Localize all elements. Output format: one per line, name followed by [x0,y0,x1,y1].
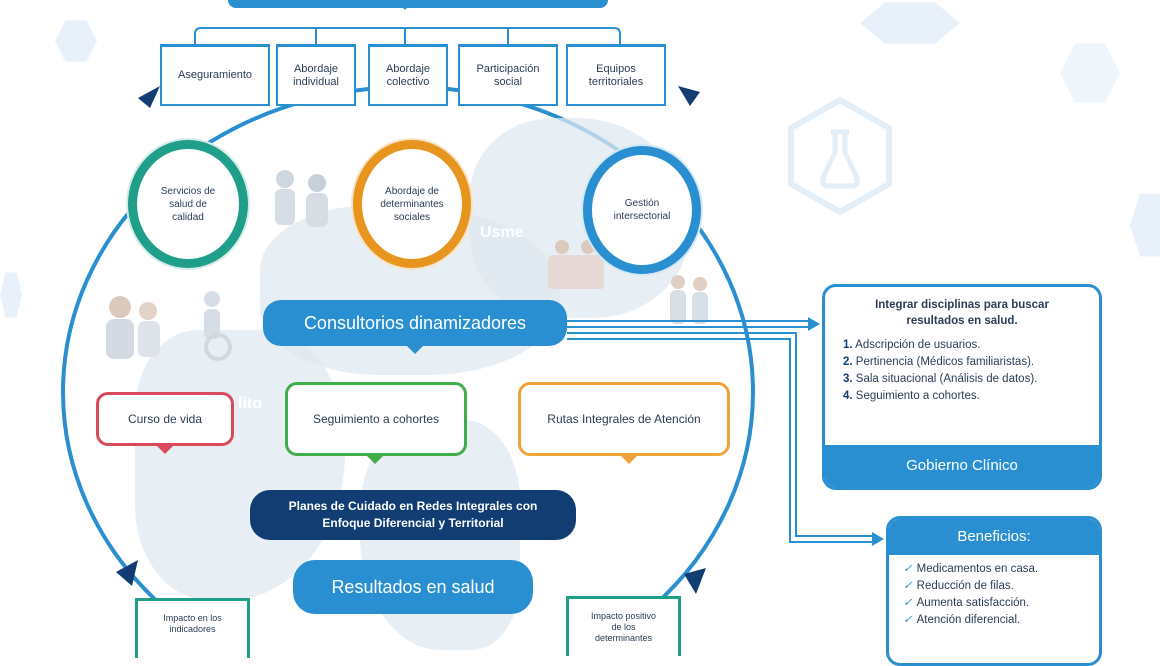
list-item: 4. Seguimiento a cohortes. [843,390,980,402]
tab-aseguramiento: Aseguramiento [160,44,270,106]
box-label: Rutas Integrales de Atención [547,412,701,426]
connector-lines [567,317,884,546]
cycle-arrowheads [116,86,706,594]
impacto-indicadores-box: Impacto en los indicadores [135,598,250,658]
ring-label: Abordaje de determinantes sociales [380,185,444,223]
ring-abordaje-determinantes: Abordaje de determinantes sociales [353,140,471,268]
flask-hexagon-icon [788,96,892,216]
ring-label: Gestión intersectorial [613,198,671,222]
gobierno-clinico-footer: Gobierno Clínico [825,445,1099,487]
beneficios-list: ✓Medicamentos en casa. ✓Reducción de fil… [889,555,1099,629]
impacto-determinantes-label: Impacto positivo de los determinantes [590,611,657,643]
impacto-determinantes-box: Impacto positivo de los determinantes [566,596,681,656]
list-item: ✓Aumenta satisfacción. [903,597,1030,609]
map-label: lito [238,395,262,412]
check-icon: ✓ [903,563,913,575]
gobierno-list: 1. Adscripción de usuarios. 2. Pertinenc… [825,333,1099,405]
people-illustration [670,275,708,324]
box-rutas-integrales: Rutas Integrales de Atención [518,382,730,456]
resultados-en-salud-pill: Resultados en salud [293,560,533,614]
pill-pointer [406,345,424,354]
list-item: 2. Pertinencia (Médicos familiaristas). [843,356,1035,368]
background-hexagon [0,272,22,318]
background-hexagon [860,2,960,44]
check-icon: ✓ [903,614,913,626]
top-connector-lines [194,2,621,44]
tab-abordaje-individual: Abordaje individual [276,44,356,106]
box-pointer [366,455,384,464]
list-item: 1. Adscripción de usuarios. [843,339,981,351]
list-item: ✓Reducción de filas. [903,580,1014,592]
box-pointer [620,455,638,464]
check-icon: ✓ [903,580,913,592]
box-pointer [156,445,174,454]
box-seguimiento-cohortes: Seguimiento a cohortes [285,382,467,456]
planes-de-cuidado-pill: Planes de Cuidado en Redes Integrales co… [250,490,576,540]
resultados-label: Resultados en salud [331,576,495,597]
box-curso-de-vida: Curso de vida [96,392,234,446]
check-icon: ✓ [903,597,913,609]
beneficios-panel: Beneficios: ✓Medicamentos en casa. ✓Redu… [886,516,1102,666]
people-illustration [548,240,604,289]
list-item: ✓Atención diferencial. [903,614,1021,626]
ring-servicios-salud: Servicios de salud de calidad [128,140,248,268]
planes-label: Planes de Cuidado en Redes Integrales co… [288,499,538,530]
top-header-bar [228,0,608,8]
box-label: Curso de vida [127,412,203,426]
beneficios-title: Beneficios: [889,519,1099,555]
center-pill-label: Consultorios dinamizadores [303,312,527,333]
list-item: 3. Sala situacional (Análisis de datos). [843,373,1038,385]
tab-equipos-territoriales: Equipos territoriales [566,44,666,106]
people-illustration [106,291,232,361]
consultorios-dinamizadores-pill: Consultorios dinamizadores [263,300,567,346]
impacto-indicadores-label: Impacto en los indicadores [163,613,222,634]
ring-gestion-intersectorial: Gestión intersectorial [583,146,701,274]
gobierno-clinico-panel: Integrar disciplinas para buscar resulta… [822,284,1102,490]
tab-participacion-social: Participación social [458,44,558,106]
map-label: Usme [480,224,524,241]
box-label: Seguimiento a cohortes [312,412,440,426]
people-illustration [275,170,328,227]
tab-abordaje-colectivo: Abordaje colectivo [368,44,448,106]
background-hexagon [55,20,97,62]
panel-title: Integrar disciplinas para buscar resulta… [875,299,1049,327]
map-region [135,330,345,600]
list-item: ✓Medicamentos en casa. [903,563,1039,575]
ring-label: Servicios de salud de calidad [160,185,216,223]
